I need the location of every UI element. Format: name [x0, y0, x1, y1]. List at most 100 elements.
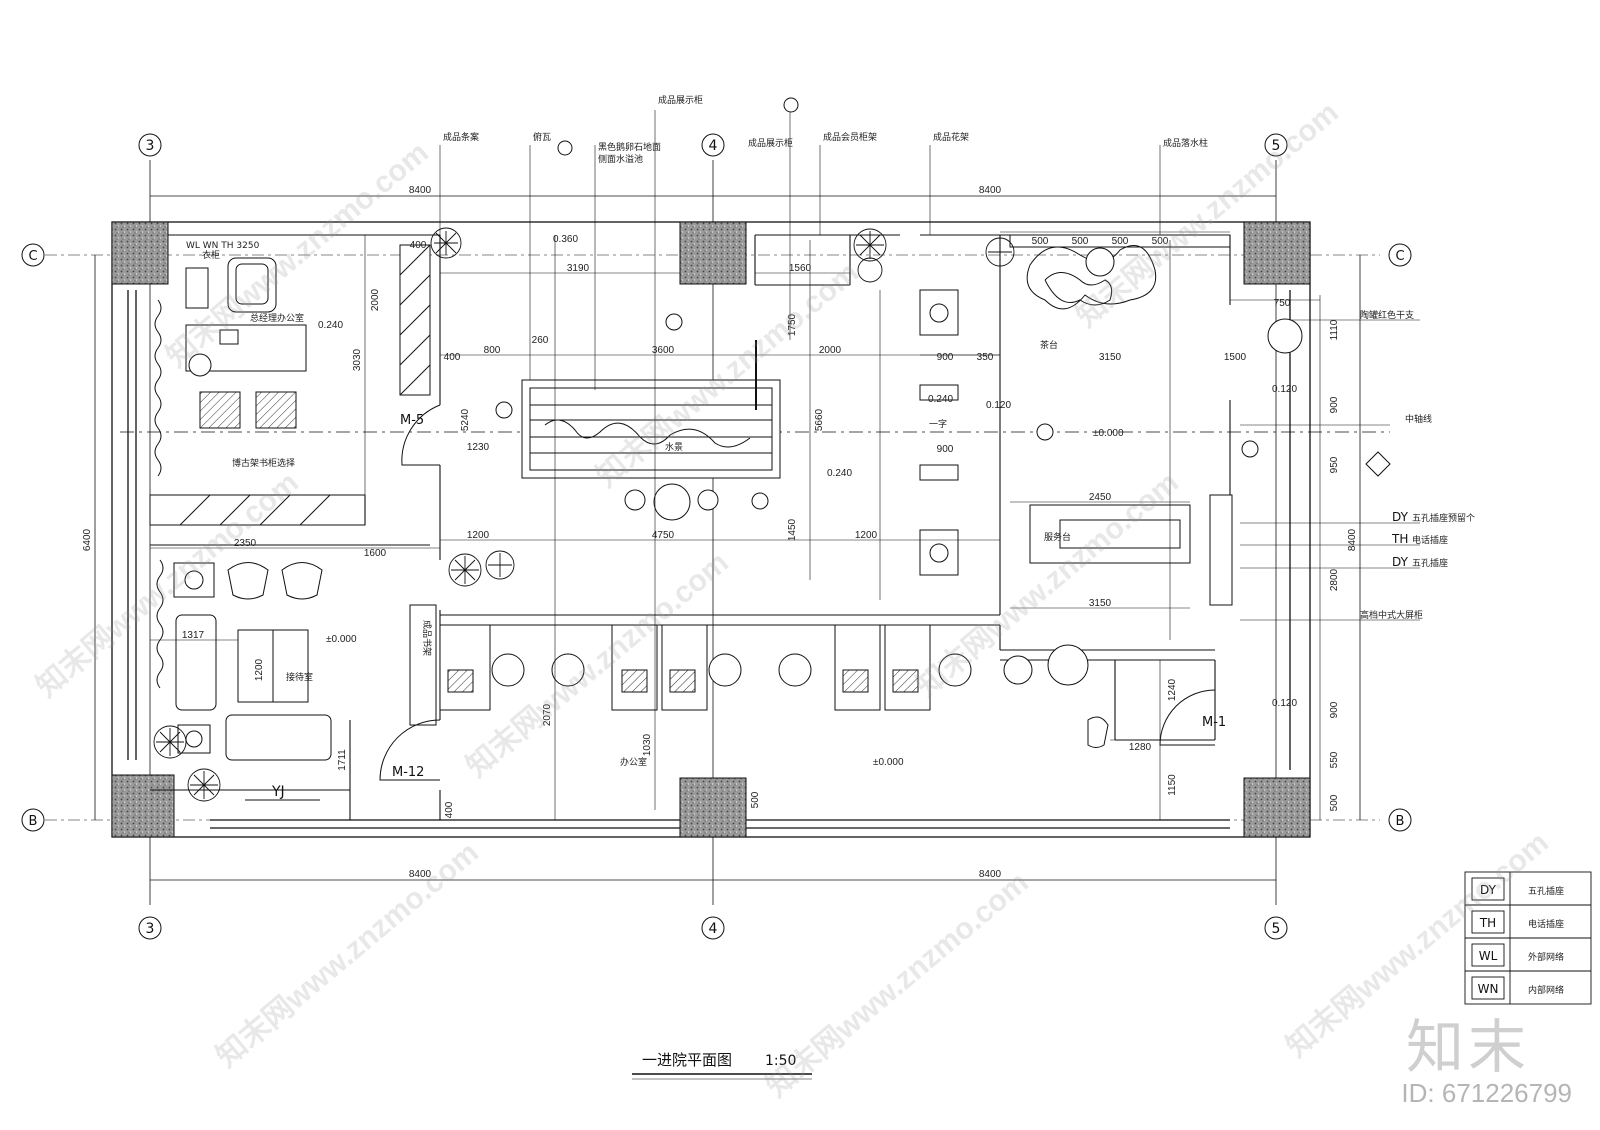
dim-v1450: 1450: [787, 518, 798, 541]
dim-3190: 3190: [567, 263, 590, 274]
dim-v3030: 3030: [352, 348, 363, 371]
dim-2070: 2070: [542, 703, 553, 726]
dim-1560: 1560: [789, 263, 812, 274]
symbol-dy: DY: [1392, 510, 1409, 524]
room-office: 办公室: [620, 756, 647, 768]
brand-logo: 知末: [1405, 1013, 1530, 1081]
dim-v1240: 1240: [1167, 678, 1178, 701]
legend-text-th: 电话插座: [1528, 918, 1564, 930]
image-id: ID: 671226799: [1401, 1078, 1572, 1108]
svg-text:B: B: [29, 814, 38, 829]
legend-code-th: TH: [1479, 916, 1496, 930]
level-l6: 0.240: [928, 394, 953, 405]
room-service-counter: 服务台: [1044, 531, 1071, 543]
curtain-left-upper: [154, 299, 162, 477]
legend-code-wl: WL: [1479, 949, 1498, 963]
column-5c: [1243, 221, 1311, 285]
legend-code-wn: WN: [1478, 982, 1499, 996]
dim-right-total: 8400: [1347, 528, 1358, 551]
dim-2450: 2450: [1089, 492, 1112, 503]
dim-750: 750: [1274, 298, 1291, 309]
grid-bubble-3-top: 3: [138, 133, 162, 157]
svg-text:3: 3: [146, 138, 155, 154]
dim-v5660: 5660: [814, 408, 825, 431]
room-reception: 接待室: [286, 671, 313, 683]
grid-bubble-4-bottom: 4: [701, 916, 725, 940]
symbol-th: TH: [1391, 532, 1408, 546]
callout-c4: 成品展示柜: [658, 94, 703, 106]
column-3c: [111, 221, 169, 285]
callout-c10: 中轴线: [1405, 413, 1432, 425]
level-l3: 0.240: [827, 468, 852, 479]
column-4c: [679, 221, 747, 285]
svg-text:4: 4: [709, 138, 718, 154]
legend-table: [1464, 871, 1592, 1005]
dim-top-right: 8400: [979, 185, 1002, 196]
level-l4: 0.120: [986, 400, 1011, 411]
room-bookshelf: 博古架书柜选择: [232, 457, 295, 469]
dim-3150a: 3150: [1089, 598, 1112, 609]
dim-v500: 500: [1329, 794, 1340, 811]
drawing-title: 一进院平面图 1:50: [632, 1051, 812, 1080]
dim-3600: 3600: [652, 345, 675, 356]
dim-800: 800: [484, 345, 501, 356]
room-wardrobe: 衣柜: [202, 249, 220, 261]
level-f2: ±0.000: [326, 634, 357, 645]
vertical-dim-lines: [364, 105, 1321, 820]
door-m1: M-1: [1202, 715, 1226, 730]
dim-500: 500: [750, 791, 761, 808]
dim-top-left: 8400: [409, 185, 432, 196]
svg-text:3: 3: [146, 921, 155, 937]
legend-text-dy: 五孔插座: [1528, 885, 1564, 897]
title-text: 一进院平面图: [642, 1051, 732, 1069]
dim-r500a: 500: [1032, 236, 1049, 247]
horizontal-dim-lines: [150, 231, 1420, 741]
dim-1711: 1711: [337, 749, 348, 771]
dim-1600: 1600: [364, 548, 387, 559]
level-l1: 0.240: [318, 320, 343, 331]
callout-c11: 五孔插座预留个: [1412, 512, 1475, 524]
socket-codes: WL WN TH 3250: [186, 241, 260, 251]
dim-4750: 4750: [652, 530, 675, 541]
callout-c2: 俯瓦: [533, 131, 551, 143]
grid-bubble-3-bottom: 3: [138, 916, 162, 940]
callout-c13: 五孔插座: [1412, 557, 1448, 569]
callout-c3: 黑色鹅卵石地面: [598, 141, 661, 153]
grid-bubble-b-right: B: [1388, 808, 1412, 832]
callout-c7: 成品花架: [933, 131, 969, 143]
dim-400a: 400: [410, 240, 427, 251]
callout-c8: 成品落水柱: [1163, 137, 1208, 149]
grid-bubble-5-top: 5: [1264, 133, 1288, 157]
title-scale: 1:50: [765, 1053, 796, 1069]
dim-v2000: 2000: [370, 288, 381, 311]
grid-bubble-4-top: 4: [701, 133, 725, 157]
office-furniture: [409, 289, 1109, 748]
column-5b: [1243, 777, 1311, 838]
grid-bubble-c-left: C: [21, 243, 45, 267]
dim-1200a: 1200: [467, 530, 490, 541]
plants: [153, 227, 1015, 802]
room-labels: 总经理办公室 接待室 办公室 茶台 服务台 水景 博古架书柜选择 成品书架 一字…: [186, 241, 1071, 800]
callout-c1: 成品条案: [443, 131, 479, 143]
dim-bottom-right: 8400: [979, 869, 1002, 880]
level-marks: 0.240 0.360 0.240 0.120 0.120 0.240 0.12…: [318, 234, 1297, 768]
svg-text:5: 5: [1272, 921, 1281, 937]
room-gm-office: 总经理办公室: [250, 312, 304, 324]
room-screen: 一字: [929, 418, 947, 430]
svg-text:C: C: [1395, 249, 1404, 264]
column-3b: [111, 774, 175, 838]
dim-bottom-left: 8400: [409, 869, 432, 880]
dim-400c: 400: [444, 801, 455, 818]
service-tea-furniture: [1009, 234, 1303, 606]
svg-text:B: B: [1396, 814, 1405, 829]
dimension-labels: 3190 1560 3600 2000 800 260 1230 1200 47…: [182, 236, 1340, 818]
svg-text:4: 4: [709, 921, 718, 937]
dim-v550: 550: [1329, 751, 1340, 768]
room-yj: YJ: [271, 784, 285, 800]
room-display-shelf: 成品书架: [421, 620, 433, 656]
room-tea-table: 茶台: [1040, 339, 1058, 351]
callout-c9: 陶罐红色干支: [1360, 309, 1414, 321]
dim-1200b: 1200: [855, 530, 878, 541]
dim-1280: 1280: [1129, 742, 1152, 753]
dim-260: 260: [532, 335, 549, 346]
